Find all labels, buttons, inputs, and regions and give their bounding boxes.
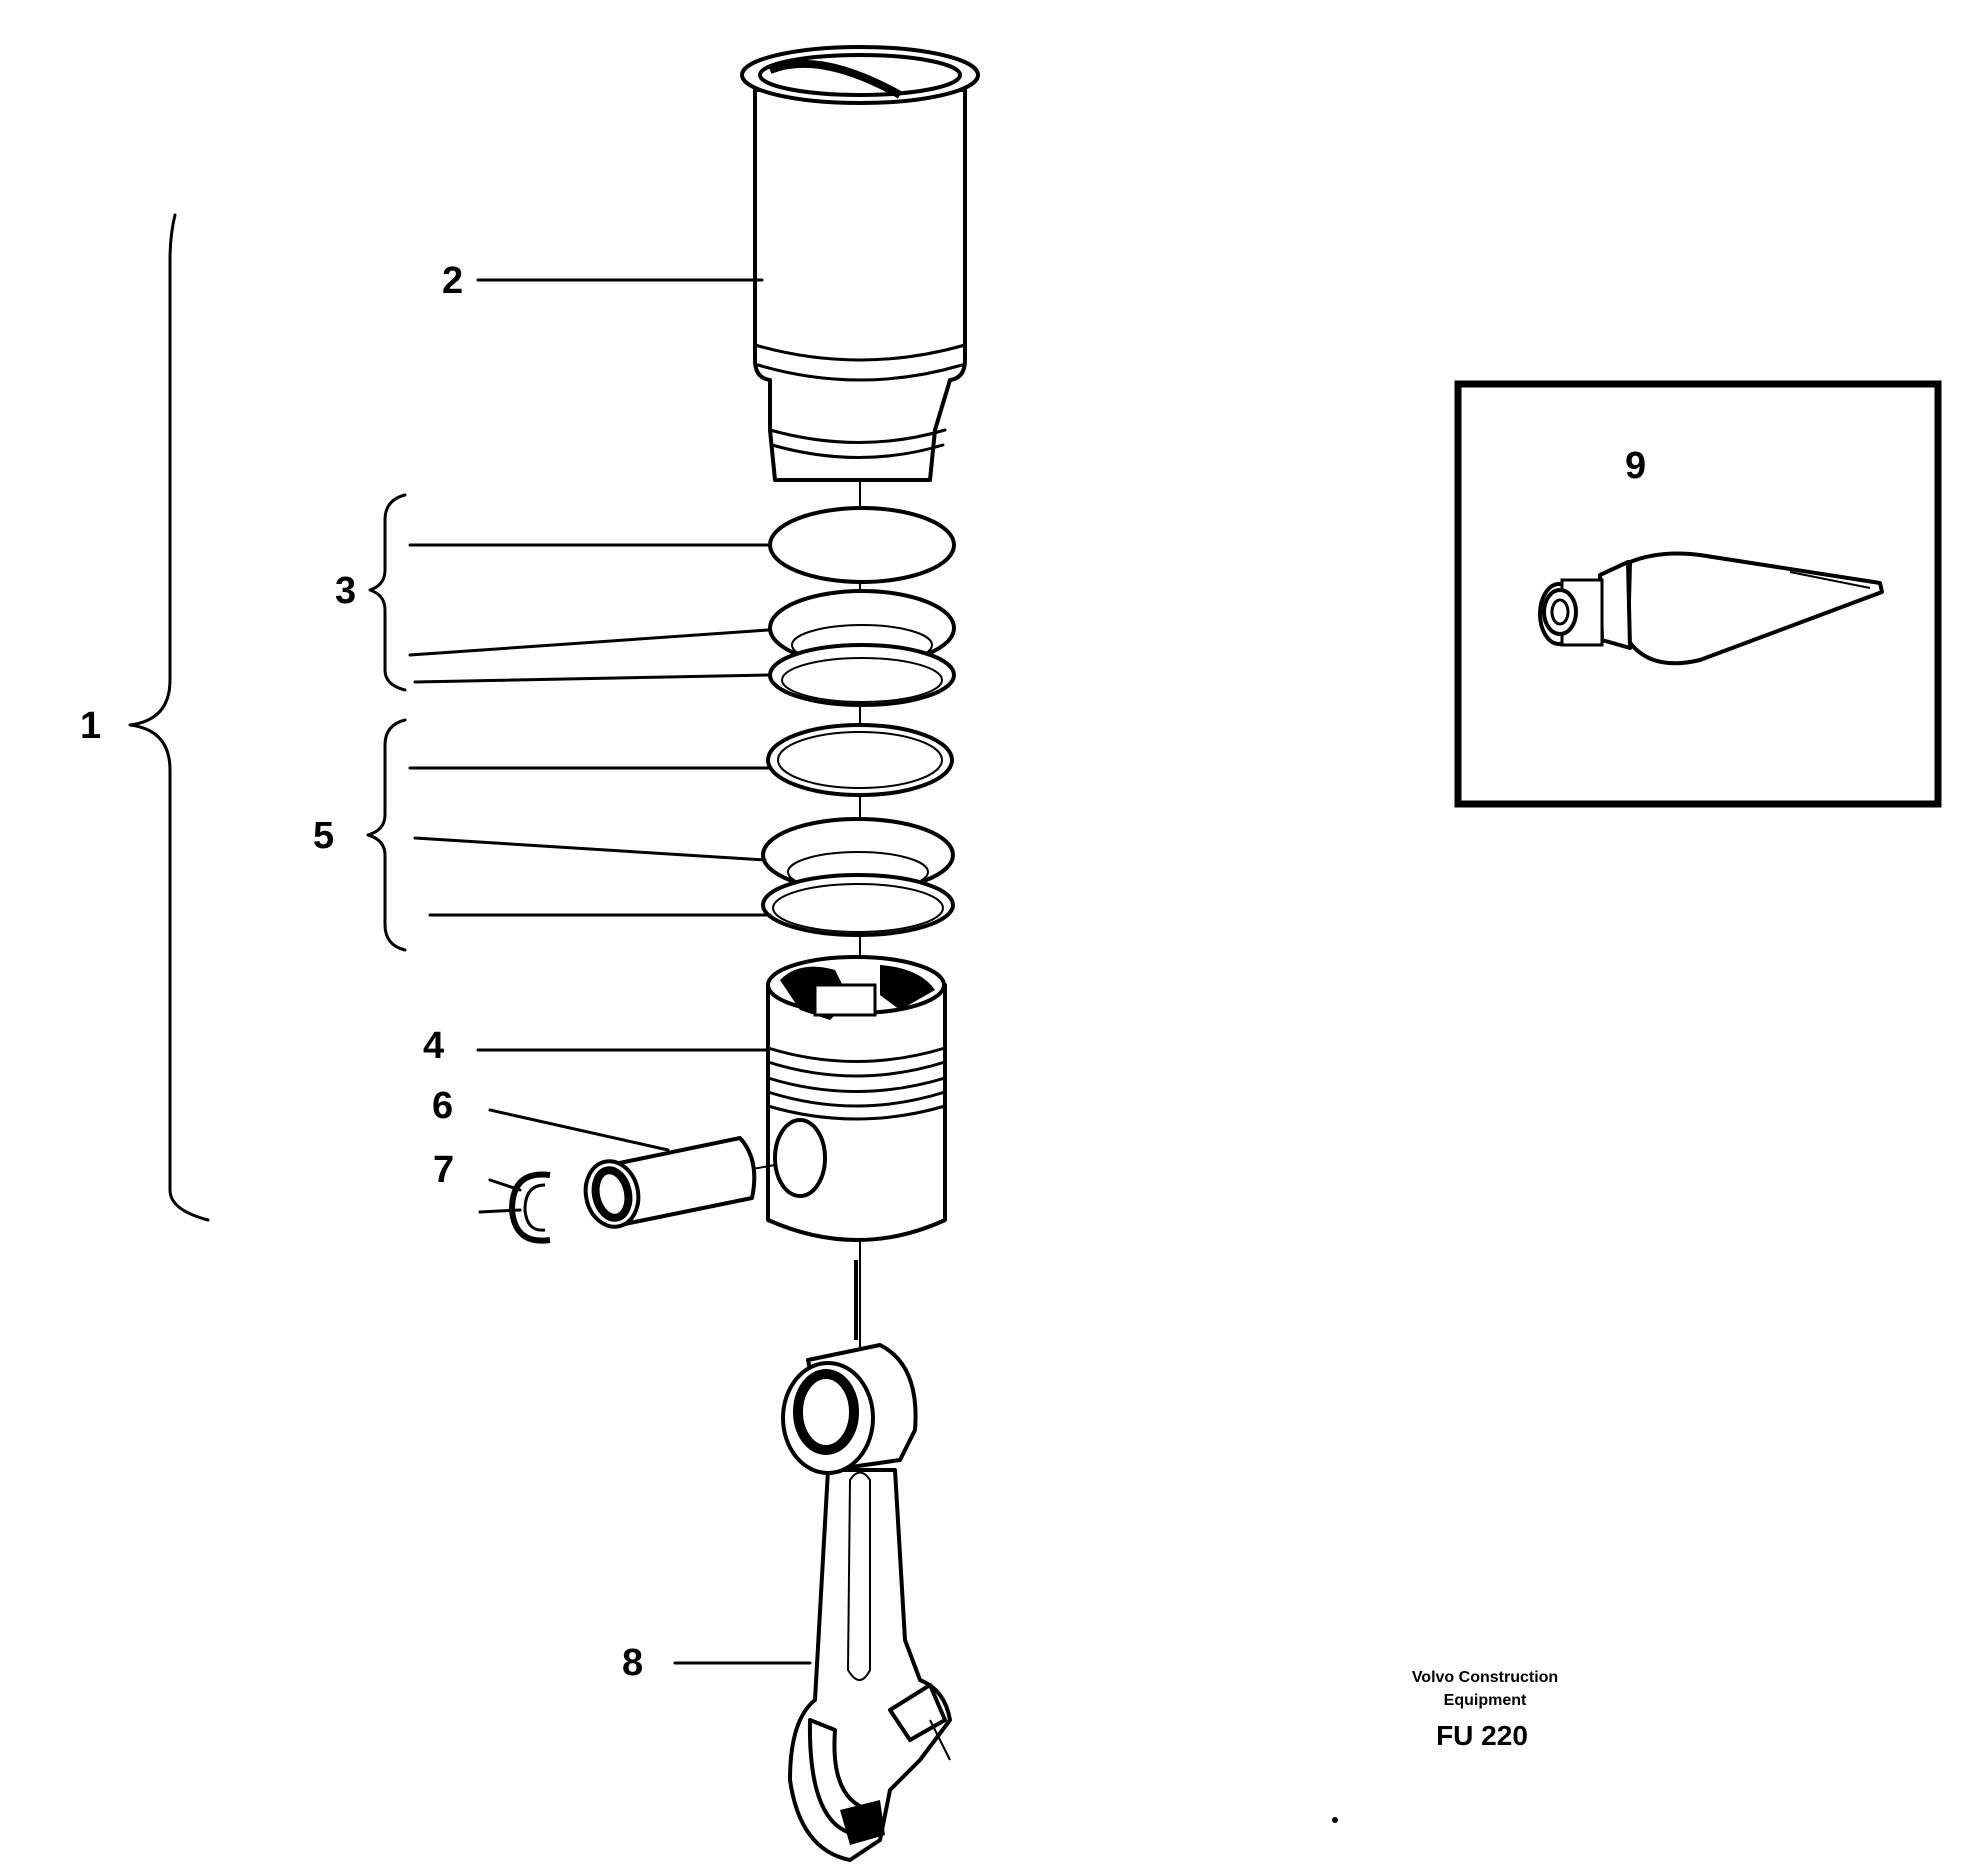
figure-code: FU 220 <box>1436 1720 1528 1751</box>
connecting-rod <box>781 1343 952 1862</box>
callout-8: 8 <box>622 1642 643 1684</box>
callout-2: 2 <box>442 260 463 302</box>
callout-9: 9 <box>1625 445 1646 487</box>
snap-ring <box>508 1171 551 1244</box>
callout-1: 1 <box>80 705 101 747</box>
brace-group-3 <box>368 493 407 692</box>
leader-lines <box>408 278 1639 1665</box>
liner-seal-rings <box>768 506 956 707</box>
stray-dot <box>1332 1817 1338 1823</box>
brand-line-2: Equipment <box>1444 1692 1527 1709</box>
piston-rings <box>761 723 955 937</box>
brand-line-1: Volvo Construction <box>1412 1669 1558 1686</box>
piston-pin <box>583 1136 757 1229</box>
callout-3: 3 <box>335 570 356 612</box>
cylinder-liner <box>740 45 980 482</box>
brace-group-5 <box>366 718 407 952</box>
inset-box: 9 <box>1454 380 1942 808</box>
sealant-tube <box>1538 551 1884 666</box>
callout-7: 7 <box>433 1149 454 1191</box>
piston <box>604 955 947 1242</box>
callout-4: 4 <box>423 1025 444 1067</box>
brace-assembly-1 <box>128 213 210 1222</box>
callout-6: 6 <box>432 1085 453 1127</box>
callout-5: 5 <box>313 815 334 857</box>
